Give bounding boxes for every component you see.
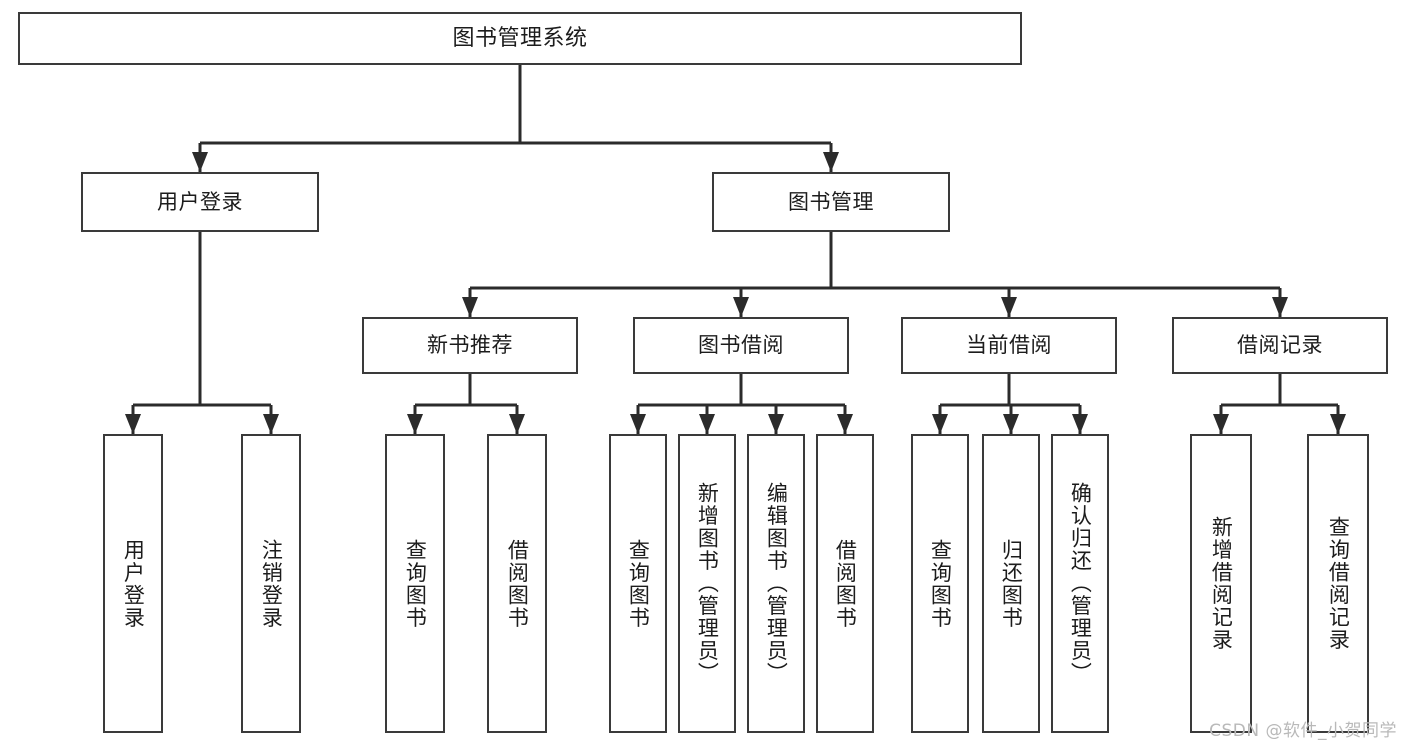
- edge-arrowhead: [263, 414, 279, 434]
- node-label: 用户登录: [121, 538, 146, 629]
- node-leaf-cb-query[interactable]: 查询图书: [911, 434, 969, 733]
- node-leaf-rec-borrow[interactable]: 借阅图书: [487, 434, 547, 733]
- edge-arrowhead: [192, 152, 208, 172]
- edge-arrowhead: [125, 414, 141, 434]
- node-borrow-record[interactable]: 借阅记录: [1172, 317, 1388, 374]
- node-leaf-bb-query[interactable]: 查询图书: [609, 434, 667, 733]
- node-label: 确认归还（管理员）: [1068, 482, 1093, 685]
- edge-arrowhead: [768, 414, 784, 434]
- edge-arrowhead: [1272, 297, 1288, 317]
- node-label: 借阅记录: [1237, 333, 1323, 358]
- node-leaf-cb-return[interactable]: 归还图书: [982, 434, 1040, 733]
- node-label: 新增借阅记录: [1209, 516, 1234, 651]
- edge-arrowhead: [1213, 414, 1229, 434]
- edge-arrowhead: [1001, 297, 1017, 317]
- node-label: 借阅图书: [505, 538, 530, 629]
- node-new-book-rec[interactable]: 新书推荐: [362, 317, 578, 374]
- edge-arrowhead: [932, 414, 948, 434]
- edge-arrowhead: [407, 414, 423, 434]
- node-label: 查询图书: [626, 538, 651, 629]
- node-leaf-bb-add[interactable]: 新增图书（管理员）: [678, 434, 736, 733]
- node-label: 图书管理系统: [452, 25, 588, 51]
- node-book-manage[interactable]: 图书管理: [712, 172, 950, 232]
- node-leaf-cb-confirm[interactable]: 确认归还（管理员）: [1051, 434, 1109, 733]
- edge-arrowhead: [630, 414, 646, 434]
- node-label: 用户登录: [157, 189, 243, 214]
- edge-arrowhead: [823, 152, 839, 172]
- node-label: 新书推荐: [427, 333, 513, 358]
- node-label: 编辑图书（管理员）: [764, 482, 789, 685]
- edge-arrowhead: [733, 297, 749, 317]
- node-current-borrow[interactable]: 当前借阅: [901, 317, 1117, 374]
- node-label: 图书管理: [788, 189, 874, 214]
- node-label: 归还图书: [999, 538, 1024, 629]
- node-leaf-user-login[interactable]: 用户登录: [103, 434, 163, 733]
- node-label: 图书借阅: [698, 333, 784, 358]
- edge-arrowhead: [699, 414, 715, 434]
- edge-arrowhead: [1330, 414, 1346, 434]
- edge-arrowhead: [509, 414, 525, 434]
- node-leaf-user-logout[interactable]: 注销登录: [241, 434, 301, 733]
- node-label: 注销登录: [259, 538, 284, 629]
- node-label: 查询借阅记录: [1326, 516, 1351, 651]
- node-leaf-br-query[interactable]: 查询借阅记录: [1307, 434, 1369, 733]
- node-leaf-br-add[interactable]: 新增借阅记录: [1190, 434, 1252, 733]
- edge-arrowhead: [462, 297, 478, 317]
- node-leaf-bb-edit[interactable]: 编辑图书（管理员）: [747, 434, 805, 733]
- node-label: 查询图书: [403, 538, 428, 629]
- node-root[interactable]: 图书管理系统: [18, 12, 1022, 65]
- edge-arrowhead: [1072, 414, 1088, 434]
- node-label: 当前借阅: [966, 333, 1052, 358]
- edge-arrowhead: [1003, 414, 1019, 434]
- node-user-login[interactable]: 用户登录: [81, 172, 319, 232]
- node-book-borrow[interactable]: 图书借阅: [633, 317, 849, 374]
- node-label: 借阅图书: [833, 538, 858, 629]
- node-leaf-rec-query[interactable]: 查询图书: [385, 434, 445, 733]
- edge-arrowhead: [837, 414, 853, 434]
- node-leaf-bb-borrow[interactable]: 借阅图书: [816, 434, 874, 733]
- node-label: 查询图书: [928, 538, 953, 629]
- node-label: 新增图书（管理员）: [695, 482, 720, 685]
- watermark: CSDN @软件_小贺同学: [1209, 721, 1397, 741]
